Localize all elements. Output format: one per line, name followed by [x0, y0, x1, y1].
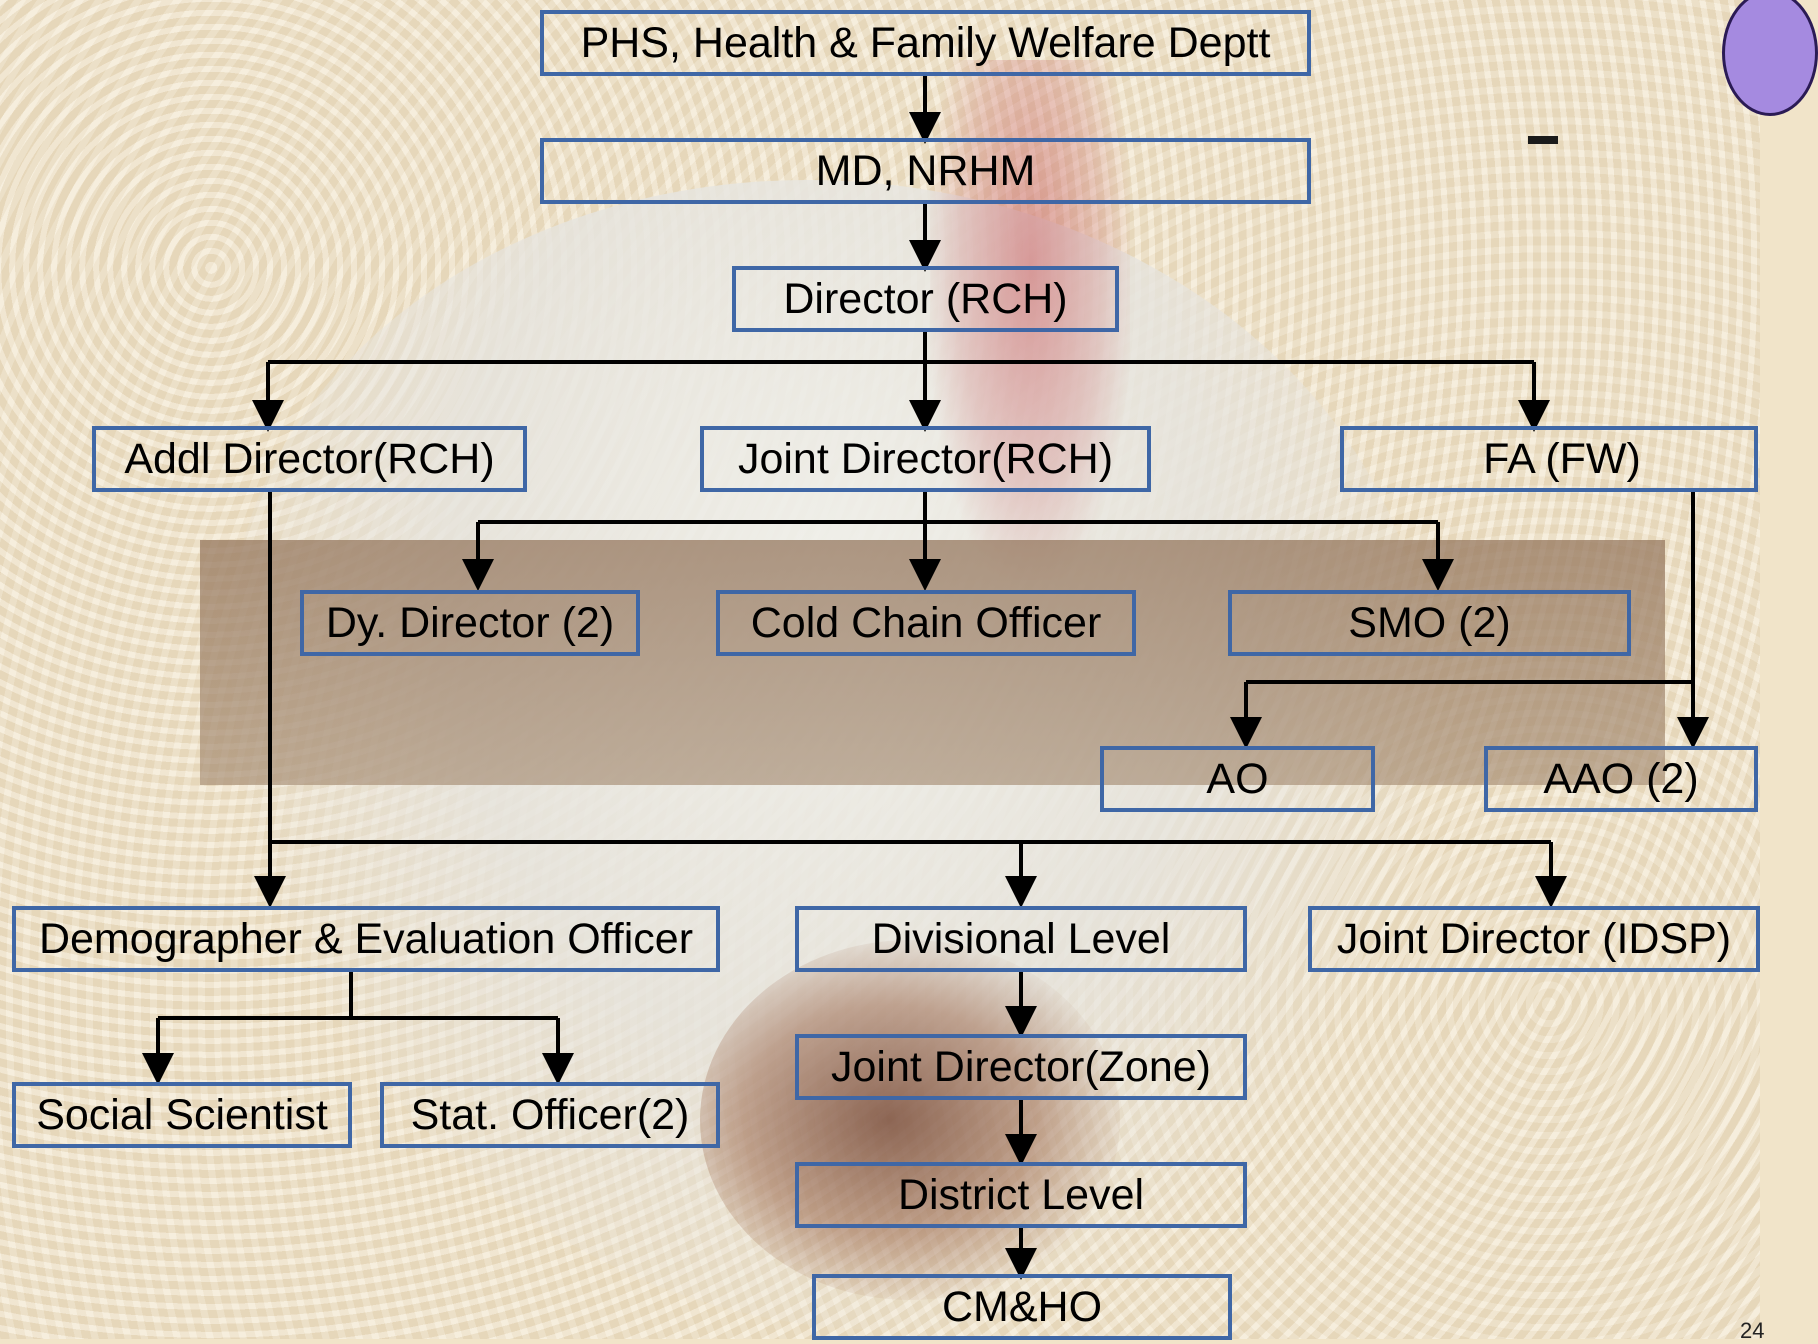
- node-district-level: District Level: [795, 1162, 1247, 1228]
- node-addl-director: Addl Director(RCH): [92, 426, 527, 492]
- node-stat-officer: Stat. Officer(2): [380, 1082, 720, 1148]
- node-demographer: Demographer & Evaluation Officer: [12, 906, 720, 972]
- node-dy-director: Dy. Director (2): [300, 590, 640, 656]
- node-director-rch: Director (RCH): [732, 266, 1119, 332]
- node-aao: AAO (2): [1484, 746, 1758, 812]
- node-md-nrhm: MD, NRHM: [540, 138, 1311, 204]
- node-joint-director-zone: Joint Director(Zone): [795, 1034, 1247, 1100]
- node-cold-chain-officer: Cold Chain Officer: [716, 590, 1136, 656]
- node-divisional-level: Divisional Level: [795, 906, 1247, 972]
- connector-lines: [142, 76, 1709, 1280]
- page-number: 24: [1740, 1318, 1765, 1343]
- node-smo: SMO (2): [1228, 590, 1631, 656]
- background-photo-animal: [700, 940, 1120, 1300]
- node-ao: AO: [1100, 746, 1375, 812]
- background-photo-figure: [930, 60, 1130, 580]
- dash-mark: [1528, 136, 1558, 144]
- node-joint-director-idsp: Joint Director (IDSP): [1308, 906, 1760, 972]
- node-joint-director-rch: Joint Director(RCH): [700, 426, 1151, 492]
- node-cmho: CM&HO: [812, 1274, 1232, 1340]
- node-phs: PHS, Health & Family Welfare Deptt: [540, 10, 1311, 76]
- node-social-scientist: Social Scientist: [12, 1082, 352, 1148]
- node-fa-fw: FA (FW): [1340, 426, 1758, 492]
- logo-circle-icon: [1722, 0, 1818, 116]
